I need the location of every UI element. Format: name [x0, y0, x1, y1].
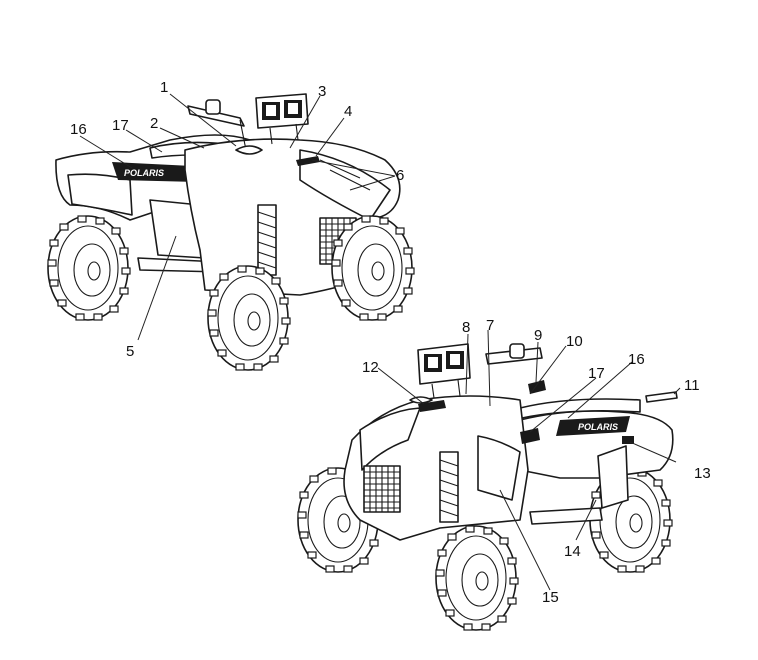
- brand-text: POLARIS: [124, 168, 164, 178]
- callout-13: 13: [694, 465, 711, 482]
- callout-labels: 1 2 3 4 5 6 7 8 9 10 11 12 13 14 15 16 1…: [70, 79, 711, 606]
- headlight-pod-2: [417, 343, 471, 399]
- callout-16-lower: 16: [628, 351, 645, 368]
- callout-5: 5: [126, 343, 134, 360]
- front-shock-2: [439, 451, 459, 523]
- brand-text-2: POLARIS: [578, 422, 618, 432]
- polaris-side-decal-2: [556, 416, 630, 436]
- callout-16-upper: 16: [70, 121, 87, 138]
- loose-decal: [645, 391, 678, 403]
- callout-3: 3: [318, 83, 326, 100]
- callout-4: 4: [344, 103, 352, 120]
- console-decal: [528, 380, 546, 394]
- callout-14: 14: [564, 543, 581, 560]
- headlight-pod: [255, 93, 309, 145]
- front-grille-2: [363, 465, 401, 513]
- callout-11: 11: [684, 377, 700, 394]
- rear-decal-small: [622, 436, 634, 444]
- atv-front-left-view: POLARIS: [47, 93, 415, 371]
- front-right-tire: [331, 215, 415, 321]
- callout-12: 12: [362, 359, 379, 376]
- callout-6: 6: [396, 167, 404, 184]
- callout-2: 2: [150, 115, 158, 132]
- leader-lines: [79, 93, 681, 591]
- front-right-tire-2: [435, 525, 519, 631]
- front-fender-decal: [296, 156, 320, 166]
- side-warning-decal: [520, 428, 540, 444]
- polaris-side-decal: [112, 162, 198, 182]
- callout-9: 9: [534, 327, 542, 344]
- callout-7: 7: [486, 317, 494, 334]
- callout-17-lower: 17: [588, 365, 605, 382]
- callout-1: 1: [160, 79, 168, 96]
- callout-17-upper: 17: [112, 117, 129, 134]
- seat-2: [519, 398, 641, 419]
- callout-10: 10: [566, 333, 583, 350]
- front-left-tire: [207, 265, 291, 371]
- fuel-cap: [235, 145, 263, 155]
- atv-front-right-view: POLARIS: [297, 343, 674, 631]
- callout-8: 8: [462, 319, 470, 336]
- front-shock: [257, 204, 277, 276]
- rear-fender-panel: [597, 445, 629, 509]
- callout-15: 15: [542, 589, 559, 606]
- footrest-2: [529, 507, 603, 525]
- tank-decal: [418, 400, 446, 412]
- rear-left-tire: [47, 215, 131, 321]
- left-handlebar: [187, 105, 245, 127]
